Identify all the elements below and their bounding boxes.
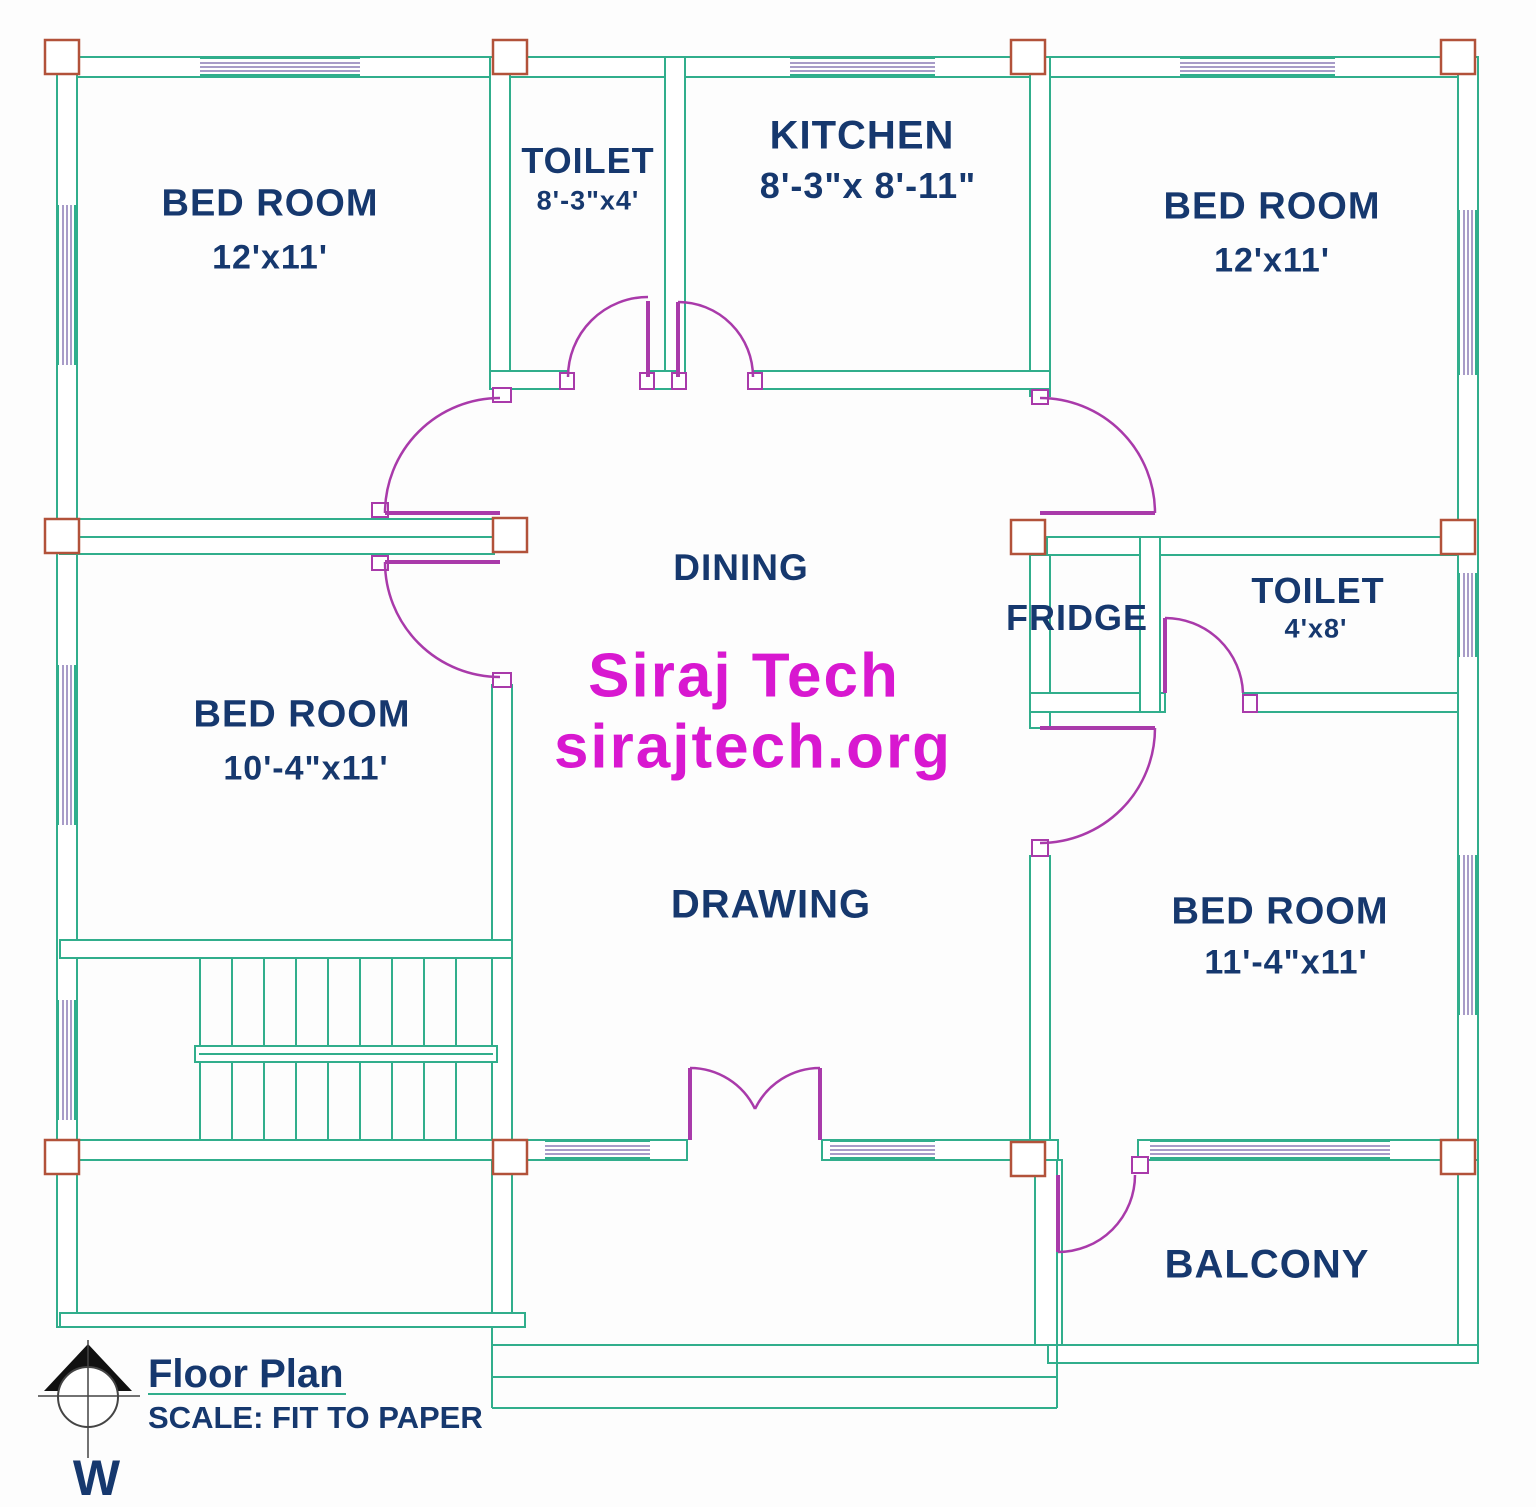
room-label-kitchen: KITCHEN [769, 113, 955, 158]
watermark-line1: Siraj Tech [588, 641, 900, 711]
plan-scale: SCALE: FIT TO PAPER [148, 1400, 483, 1435]
room-label-bedroom-ml: BED ROOM [193, 693, 411, 736]
columns [43, 38, 1477, 1178]
staircase [194, 958, 498, 1140]
windows [57, 57, 1477, 1159]
room-dims-bedroom-ml: 10'-4"x11' [223, 749, 389, 788]
plan-title: Floor Plan [148, 1352, 344, 1396]
watermark-line2: sirajtech.org [553, 712, 953, 782]
room-dims-toilet-right: 4'x8' [1284, 613, 1348, 644]
entry-steps [491, 1327, 1058, 1409]
room-dims-toilet-top: 8'-3"x4' [536, 185, 640, 216]
room-dims-bedroom-br: 11'-4"x11' [1204, 943, 1368, 982]
room-label-toilet-right: TOILET [1251, 570, 1385, 611]
interior-walls [59, 56, 1479, 1364]
room-label-balcony: BALCONY [1164, 1242, 1370, 1287]
room-dims-bedroom-tl: 12'x11' [212, 238, 328, 277]
room-label-toilet-top: TOILET [521, 140, 655, 181]
room-label-bedroom-tl: BED ROOM [161, 182, 379, 225]
room-label-fridge: FRIDGE [1005, 597, 1149, 638]
room-label-drawing: DRAWING [670, 882, 872, 927]
compass-direction-label: W [72, 1450, 122, 1506]
compass-icon [38, 1340, 140, 1458]
doors [371, 295, 1258, 1254]
room-label-dining: DINING [673, 547, 809, 588]
room-label-bedroom-br: BED ROOM [1171, 890, 1389, 933]
room-dims-kitchen: 8'-3"x 8'-11" [759, 165, 977, 206]
room-dims-bedroom-tr: 12'x11' [1214, 241, 1330, 280]
room-label-bedroom-tr: BED ROOM [1163, 185, 1381, 228]
